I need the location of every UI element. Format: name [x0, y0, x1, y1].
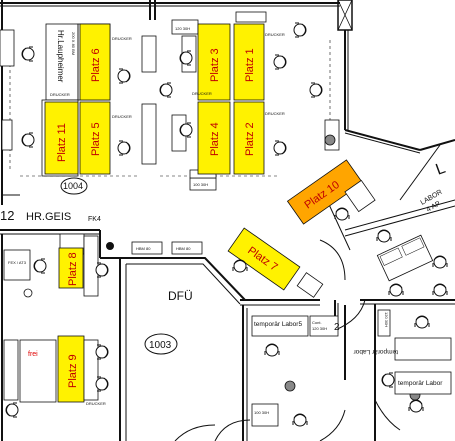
platz-1-label: Platz 1 — [244, 48, 256, 82]
svg-text:120 30H: 120 30H — [312, 326, 327, 331]
platz-11-label: Platz 11 — [56, 123, 68, 162]
platz-10-group: Platz 10 — [286, 159, 392, 243]
room-1004-marker: 1004 — [60, 177, 88, 195]
svg-text:FEX / AT3: FEX / AT3 — [8, 260, 27, 265]
svg-text:Hr.Laupheimer: Hr.Laupheimer — [56, 30, 65, 83]
platz-labels-upper: Platz 6 Platz 11 Platz 5 Platz 3 Platz 1… — [56, 48, 256, 162]
svg-text:200 X 80 BM: 200 X 80 BM — [71, 32, 76, 55]
svg-text:HBM 80: HBM 80 — [176, 246, 191, 251]
desk-platz-4[interactable] — [197, 101, 231, 175]
svg-text:FK4: FK4 — [88, 216, 101, 223]
desk-platz-5[interactable] — [79, 101, 111, 175]
svg-text:100 30H: 100 30H — [254, 410, 269, 415]
svg-text:DRUCKER: DRUCKER — [265, 111, 285, 116]
platz-9-label: Platz 9 — [67, 354, 79, 388]
frei-label: frei — [28, 351, 38, 358]
platz-8-label: Platz 8 — [67, 252, 79, 286]
svg-text:120 30H: 120 30H — [175, 26, 190, 31]
desk-platz-2[interactable] — [233, 101, 265, 175]
svg-text:temporär Labor5: temporär Labor5 — [254, 321, 302, 328]
svg-text:HR.GEIS: HR.GEIS — [26, 211, 71, 223]
svg-text:100 30H: 100 30H — [193, 182, 208, 187]
room-1002: temporär Labor5 Cont. 120 30H 2 100 30H — [251, 315, 340, 427]
platz-6-label: Platz 6 — [90, 48, 102, 82]
desk-platz-9[interactable] — [57, 335, 85, 403]
desks-upper — [44, 23, 265, 175]
platz-7-group: Platz 7 — [227, 227, 324, 298]
platz-3-label: Platz 3 — [209, 48, 221, 82]
svg-text:2: 2 — [334, 322, 340, 333]
desk-platz-1[interactable] — [233, 23, 265, 101]
svg-text:120 30H: 120 30H — [384, 312, 389, 327]
svg-text:HBM 80: HBM 80 — [136, 246, 151, 251]
svg-text:temporär Labor: temporär Labor — [398, 380, 443, 387]
svg-text:DRUCKER: DRUCKER — [112, 36, 132, 41]
lower-left-area: frei Platz 9 DRUCKER — [3, 335, 109, 418]
svg-text:DRUCKER: DRUCKER — [112, 114, 132, 119]
laupheimer-desk-label: Hr.Laupheimer 200 X 80 BM — [56, 30, 76, 83]
svg-text:temporär Labor: temporär Labor — [353, 348, 398, 355]
svg-text:DRUCKER: DRUCKER — [192, 91, 212, 96]
svg-text:L: L — [434, 160, 448, 179]
desk-platz-11[interactable] — [44, 101, 79, 175]
platz-2-label: Platz 2 — [244, 122, 256, 156]
small-labels-upper: DRUCKER DRUCKER DRUCKER DRUCKER DRUCKER … — [50, 26, 285, 187]
svg-text:1004: 1004 — [63, 181, 83, 191]
svg-text:DFÜ: DFÜ — [168, 289, 193, 303]
desk-platz-3[interactable] — [197, 23, 231, 101]
right-lower-room: 120 30H temporär Labor temporär Labor — [353, 309, 452, 413]
desk-platz-7[interactable] — [227, 227, 301, 291]
desk-platz-8[interactable] — [58, 247, 84, 289]
svg-text:1003: 1003 — [149, 340, 172, 351]
hr-geis-area: 12 HR.GEIS FK4 Platz 8 FEX / AT3 HBM 80 … — [0, 208, 203, 298]
svg-text:DRUCKER: DRUCKER — [265, 32, 285, 37]
desk-frei[interactable] — [19, 339, 57, 403]
platz-5-label: Platz 5 — [90, 122, 102, 156]
svg-text:Cont.: Cont. — [312, 320, 322, 325]
svg-text:DRUCKER: DRUCKER — [86, 401, 106, 406]
desk-platz-10[interactable] — [286, 159, 364, 225]
room-1003: DFÜ 1003 — [144, 289, 193, 355]
platz-4-label: Platz 4 — [209, 122, 221, 156]
desk-platz-6[interactable] — [79, 23, 111, 101]
svg-text:DRUCKER: DRUCKER — [50, 92, 70, 97]
svg-text:12: 12 — [0, 208, 14, 223]
